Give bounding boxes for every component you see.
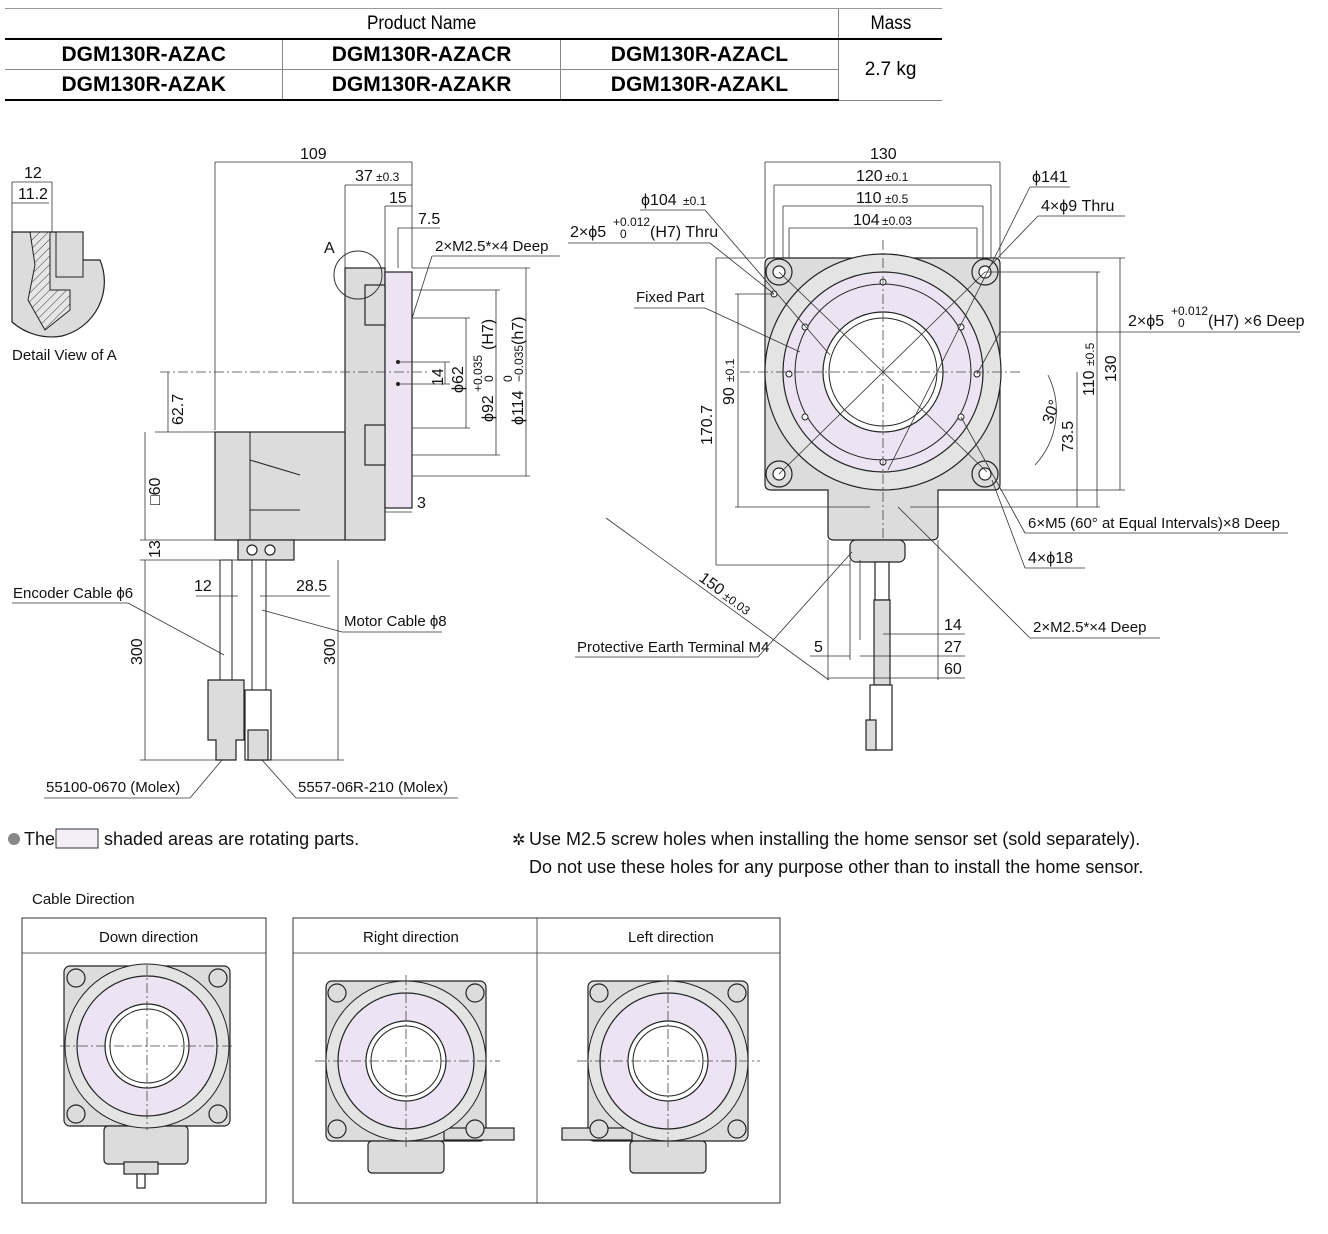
dim-phi114: ϕ114 [510, 390, 527, 425]
dim-104: 104 [853, 212, 880, 229]
pin-deep-suffix: (H7) ×6 Deep [1208, 313, 1305, 330]
product-model: DGM130R-AZAKL [559, 69, 839, 101]
spotface-callout: 4×ϕ18 [1028, 550, 1073, 567]
pin-deep-callout: 2×ϕ5 [1128, 313, 1164, 330]
pin-deep-tol-lo: 0 [1178, 316, 1185, 330]
detail-label-a: A [324, 240, 335, 257]
dim-phi92-fit: (H7) [480, 319, 497, 350]
pin-thru-tol-up: +0.012 [613, 215, 650, 229]
note-home-sensor-1: Use M2.5 screw holes when installing the… [529, 829, 1140, 849]
option-right-direction: Right direction [363, 929, 459, 946]
dim-phi104: ϕ104 [641, 192, 677, 209]
dim-170-7: 170.7 [699, 405, 716, 445]
dim-37: 37 [355, 168, 373, 185]
notes: The shaded areas are rotating parts. ✲ U… [8, 828, 1143, 877]
dim-12: 12 [24, 165, 42, 182]
dim-5: 5 [814, 639, 823, 656]
dim-37-tol: ±0.3 [376, 170, 400, 184]
dim-phi141: ϕ141 [1032, 169, 1068, 186]
dim-109: 109 [300, 146, 327, 163]
encoder-cable-label: Encoder Cable ϕ6 [13, 585, 133, 602]
pin-thru-suffix: (H7) Thru [650, 224, 718, 241]
shade-note-prefix: The [24, 829, 55, 849]
cable-direction-section: Cable Direction Down direction Right dir… [21, 891, 781, 1204]
detail-view-caption: Detail View of A [12, 347, 117, 364]
dim-phi92: ϕ92 [480, 395, 497, 422]
down-direction-thumbnail [60, 963, 235, 1189]
dim-120: 120 [856, 168, 883, 185]
dim-7-5: 7.5 [418, 211, 440, 228]
m2-5-hole-callout: 2×M2.5*×4 Deep [435, 238, 548, 255]
dim-phi62: ϕ62 [450, 366, 467, 393]
motor-connector-label: 5557-06R-210 (Molex) [298, 779, 448, 796]
header-product-name: Product Name [46, 8, 797, 40]
dim-phi92-tol-up: +0.035 [471, 355, 485, 392]
dim-150: 150 [696, 569, 728, 599]
dim-sq60: □60 [147, 477, 164, 505]
dim-phi114-tol-lo: −0.035 [512, 345, 526, 382]
dim-14-front: 14 [944, 617, 962, 634]
dim-150-tol: ±0.03 [720, 589, 753, 618]
dim-90-tol: ±0.1 [723, 358, 737, 382]
m2-5-hole-callout-front: 2×M2.5*×4 Deep [1033, 619, 1146, 636]
mass-value: 2.7 kg [838, 39, 942, 101]
dim-12-cable: 12 [194, 578, 212, 595]
product-model: DGM130R-AZACL [559, 39, 839, 70]
m5-holes-callout: 6×M5 (60° at Equal Intervals)×8 Deep [1028, 515, 1280, 532]
dim-130: 130 [870, 146, 897, 163]
thru-holes-callout: 4×ϕ9 Thru [1041, 198, 1114, 215]
dim-11-2: 11.2 [18, 186, 48, 203]
dim-104-tol: ±0.03 [882, 214, 912, 228]
dim-110-vertical-tol: ±0.5 [1083, 342, 1097, 366]
dim-90: 90 [721, 387, 738, 405]
product-spec-table: Product Name Mass DGM130R-AZAC DGM130R-A… [5, 8, 942, 101]
option-down-direction: Down direction [99, 929, 198, 946]
front-view: 130 120±0.1 110±0.5 104±0.03 ϕ104±0.1 [568, 146, 1305, 751]
pin-thru-tol-lo: 0 [620, 227, 627, 241]
dim-62-7: 62.7 [170, 394, 187, 425]
right-direction-thumbnail [315, 975, 515, 1174]
dim-phi92-tol-lo: 0 [482, 375, 496, 382]
product-model: DGM130R-AZAC [5, 39, 283, 70]
dim-3: 3 [417, 495, 426, 512]
dim-15: 15 [389, 190, 407, 207]
option-left-direction: Left direction [628, 929, 714, 946]
dim-110: 110 [856, 190, 882, 207]
dim-300-encoder: 300 [129, 638, 146, 665]
side-view: 109 37 ±0.3 15 7.5 A 2×M2.5*×4 Deep 14 ϕ… [12, 146, 560, 799]
protective-earth-label: Protective Earth Terminal M4 [577, 639, 769, 656]
pin-deep-tol-up: +0.012 [1171, 304, 1208, 318]
dim-110-vertical: 110 [1081, 370, 1098, 396]
header-mass: Mass [843, 8, 937, 40]
left-direction-thumbnail [561, 975, 760, 1174]
detail-view-a: 12 11.2 Detail View of A [11, 165, 117, 364]
product-model: DGM130R-AZAK [5, 69, 283, 101]
dim-phi114-tol-up: 0 [501, 375, 515, 382]
dim-14: 14 [430, 368, 447, 386]
cable-direction-title: Cable Direction [32, 891, 135, 908]
asterisk-icon: ✲ [512, 832, 525, 849]
bullet-icon [8, 833, 20, 845]
rotating-part-swatch [55, 828, 99, 849]
dim-phi104-tol: ±0.1 [683, 194, 707, 208]
dim-73-5: 73.5 [1060, 421, 1077, 452]
product-model: DGM130R-AZACR [282, 39, 561, 70]
dim-120-tol: ±0.1 [885, 170, 909, 184]
encoder-connector-label: 55100-0670 (Molex) [46, 779, 180, 796]
shade-note-text: shaded areas are rotating parts. [104, 829, 359, 849]
motor-cable-label: Motor Cable ϕ8 [344, 613, 447, 630]
dim-60: 60 [944, 661, 962, 678]
dim-phi114-fit: (h7) [510, 317, 527, 345]
dim-130-vertical: 130 [1103, 355, 1120, 382]
dim-300-motor: 300 [322, 638, 339, 665]
dim-28-5: 28.5 [296, 578, 327, 595]
dim-27: 27 [944, 639, 962, 656]
dim-110-tol: ±0.5 [885, 192, 909, 206]
fixed-part-label: Fixed Part [636, 289, 705, 306]
pin-thru-callout: 2×ϕ5 [570, 224, 606, 241]
note-home-sensor-2: Do not use these holes for any purpose o… [529, 857, 1143, 877]
product-model: DGM130R-AZAKR [282, 69, 561, 101]
dim-13: 13 [147, 540, 164, 558]
